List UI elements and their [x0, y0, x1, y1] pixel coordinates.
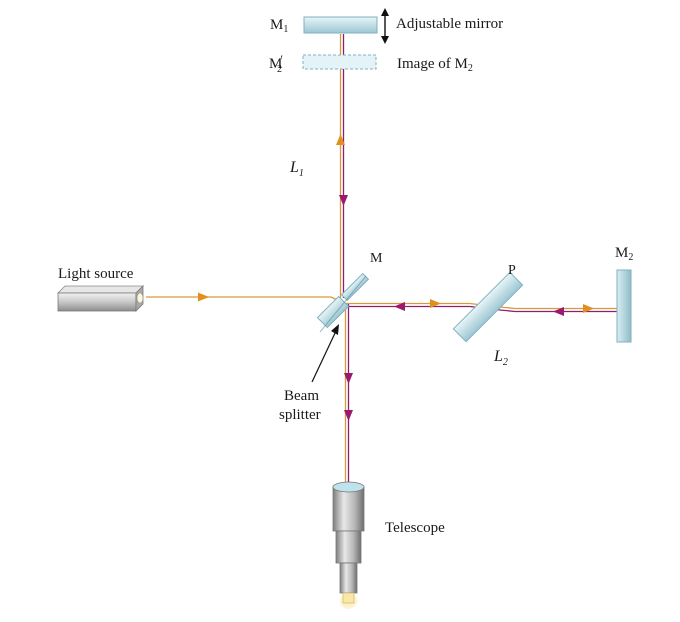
- mirror-m2: [616, 269, 632, 343]
- telescope: [332, 481, 365, 609]
- adjust-double-arrow: [381, 8, 389, 44]
- label-l2: L2: [493, 348, 508, 368]
- arrow-down-l1: [339, 195, 348, 206]
- beam-paths: [146, 34, 617, 482]
- label-m1: M1: [270, 17, 288, 35]
- arrow-up-l1: [336, 134, 345, 145]
- label-l1: L1: [289, 159, 304, 179]
- label-m2-prime: M′2: [269, 52, 283, 75]
- beam-splitter-plate: [316, 295, 350, 329]
- label-m2: M2: [615, 245, 633, 263]
- label-image-of-m2: Image of M2: [397, 56, 473, 74]
- beam-arrows: [198, 134, 594, 421]
- label-adjustable-mirror: Adjustable mirror: [396, 16, 503, 32]
- label-beam: Beam: [284, 388, 319, 404]
- label-telescope: Telescope: [385, 520, 445, 536]
- arrow-right-l2: [430, 299, 441, 308]
- mirror-m1: [303, 16, 378, 34]
- mirror-m2-image: [302, 54, 377, 70]
- label-splitter: splitter: [279, 407, 321, 423]
- arrow-down-2: [344, 410, 353, 421]
- label-light-source: Light source: [58, 266, 134, 282]
- arrow-left-l2: [394, 302, 405, 311]
- arrow-left-m2: [553, 307, 564, 316]
- label-p: P: [508, 263, 516, 278]
- compensator-plate-p: [452, 271, 524, 343]
- splitter-pointer: [311, 324, 339, 383]
- splitter-edge: [319, 275, 367, 333]
- arrow-right-m2: [583, 304, 594, 313]
- light-source-box: [57, 285, 144, 312]
- arrow-down-1: [344, 373, 353, 384]
- label-m: M: [370, 251, 383, 266]
- arrow-right-incoming: [198, 292, 209, 302]
